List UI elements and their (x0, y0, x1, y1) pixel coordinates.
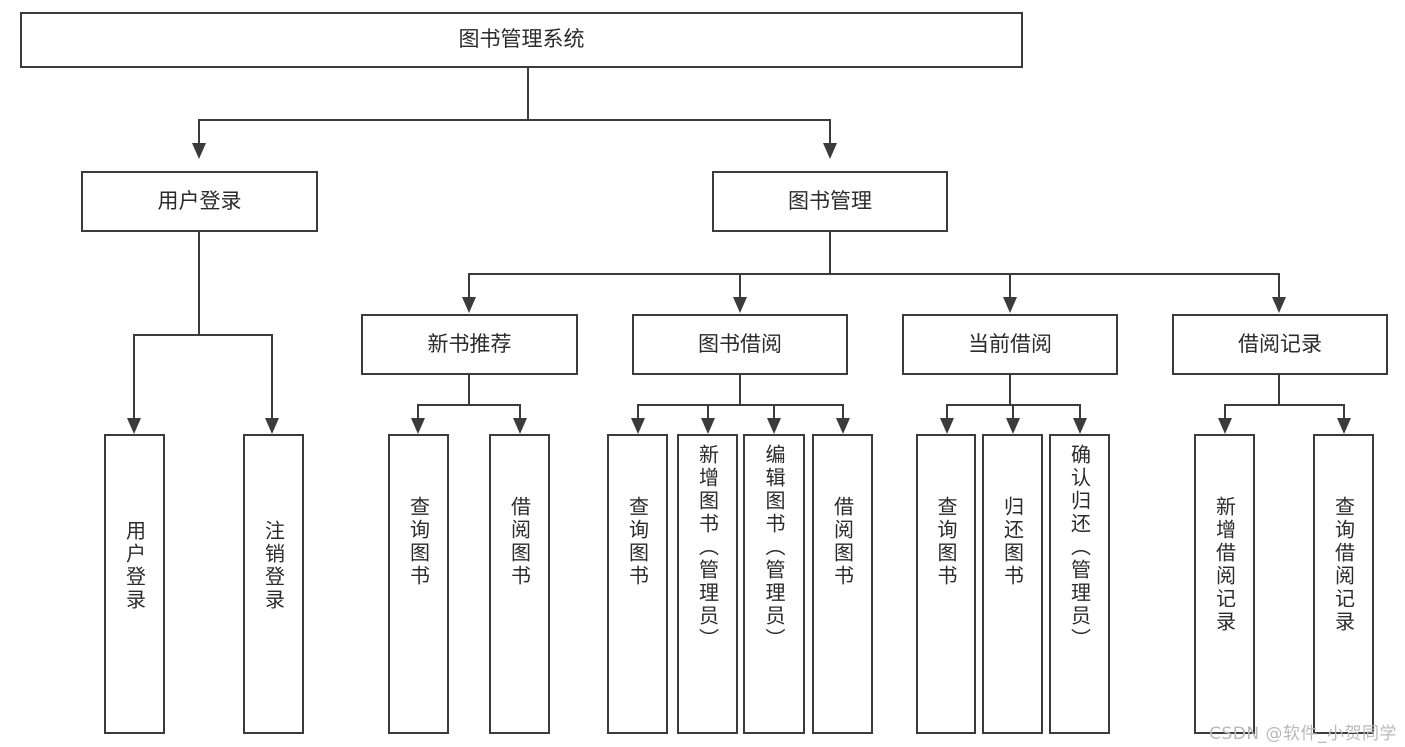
connector-book-manage-drop-3 (1009, 273, 1011, 299)
arrowhead-leaf-query-book-1 (411, 418, 425, 434)
node-leaf-query-book-1[interactable]: 查询图书 (388, 434, 449, 734)
connector-user-login-drop-1 (133, 334, 135, 420)
node-leaf-user-login-label: 用户登录 (122, 520, 147, 612)
node-leaf-add-record[interactable]: 新增借阅记录 (1194, 434, 1255, 734)
node-book-borrow-label: 图书借阅 (698, 331, 782, 356)
node-leaf-confirm-return[interactable]: 确认归还（管理员） (1049, 434, 1110, 734)
node-leaf-edit-book[interactable]: 编辑图书（管理员） (743, 434, 805, 734)
node-book-borrow[interactable]: 图书借阅 (632, 314, 848, 375)
node-book-manage[interactable]: 图书管理 (712, 171, 948, 232)
connector-root-to-book-manage (829, 119, 831, 145)
node-leaf-edit-book-label: 编辑图书（管理员） (762, 444, 786, 651)
arrowhead-leaf-borrow-book-2 (836, 418, 850, 434)
node-leaf-borrow-book-2-label: 借阅图书 (830, 496, 855, 588)
arrowhead-book-borrow (733, 297, 747, 313)
connector-book-borrow-drop-3 (773, 404, 775, 420)
node-leaf-query-book-1-label: 查询图书 (406, 496, 431, 588)
connector-new-book-bus (417, 404, 520, 406)
node-leaf-user-logout-label: 注销登录 (261, 520, 286, 612)
connector-book-manage-bus (468, 273, 1279, 275)
node-leaf-add-book-label: 新增图书（管理员） (695, 444, 720, 651)
arrowhead-leaf-edit-book (767, 418, 781, 434)
connector-borrow-record-drop-2 (1343, 404, 1345, 420)
arrowhead-borrow-record (1272, 297, 1286, 313)
connector-current-borrow-drop-2 (1012, 404, 1014, 420)
node-leaf-user-login[interactable]: 用户登录 (104, 434, 165, 734)
node-borrow-record[interactable]: 借阅记录 (1172, 314, 1388, 375)
csdn-watermark: CSDN @软件_小贺同学 (1209, 724, 1397, 744)
node-new-book-recommend[interactable]: 新书推荐 (361, 314, 578, 375)
node-leaf-user-logout[interactable]: 注销登录 (243, 434, 304, 734)
connector-new-book-stem (468, 375, 470, 405)
arrowhead-leaf-borrow-book-1 (513, 418, 527, 434)
node-user-login[interactable]: 用户登录 (81, 171, 318, 232)
arrowhead-leaf-query-record (1337, 418, 1351, 434)
connector-current-borrow-drop-1 (946, 404, 948, 420)
arrowhead-leaf-add-book (701, 418, 715, 434)
node-borrow-record-label: 借阅记录 (1238, 331, 1322, 356)
connector-book-borrow-drop-2 (707, 404, 709, 420)
node-current-borrow[interactable]: 当前借阅 (902, 314, 1118, 375)
node-new-book-recommend-label: 新书推荐 (427, 331, 512, 356)
connector-new-book-drop-2 (519, 404, 521, 420)
arrowhead-leaf-user-login (127, 418, 141, 434)
arrowhead-leaf-return-book (1006, 418, 1020, 434)
node-leaf-query-record[interactable]: 查询借阅记录 (1313, 434, 1374, 734)
node-leaf-return-book-label: 归还图书 (1000, 496, 1025, 588)
node-leaf-query-record-label: 查询借阅记录 (1331, 496, 1356, 634)
connector-current-borrow-stem (1009, 375, 1011, 405)
arrowhead-leaf-confirm-return (1073, 418, 1087, 434)
connector-user-login-bus (133, 334, 271, 336)
node-leaf-query-book-3[interactable]: 查询图书 (916, 434, 976, 734)
connector-book-borrow-stem (739, 375, 741, 405)
connector-borrow-record-bus (1224, 404, 1344, 406)
connector-book-manage-drop-2 (739, 273, 741, 299)
connector-current-borrow-drop-3 (1079, 404, 1081, 420)
node-root[interactable]: 图书管理系统 (20, 12, 1023, 68)
connector-user-login-stem (198, 232, 200, 335)
connector-book-borrow-bus (637, 404, 843, 406)
node-leaf-add-record-label: 新增借阅记录 (1212, 496, 1237, 634)
node-leaf-query-book-3-label: 查询图书 (934, 496, 958, 588)
node-leaf-add-book[interactable]: 新增图书（管理员） (677, 434, 738, 734)
node-leaf-confirm-return-label: 确认归还（管理员） (1067, 444, 1092, 651)
node-leaf-return-book[interactable]: 归还图书 (982, 434, 1043, 734)
arrowhead-leaf-query-book-3 (940, 418, 954, 434)
node-book-manage-label: 图书管理 (788, 188, 872, 213)
node-leaf-borrow-book-2[interactable]: 借阅图书 (812, 434, 873, 734)
connector-root-bus (199, 119, 831, 121)
connector-borrow-record-stem (1278, 375, 1280, 405)
node-leaf-borrow-book-1-label: 借阅图书 (507, 496, 532, 588)
connector-book-manage-stem (829, 232, 831, 274)
connector-root-to-user-login (198, 119, 200, 145)
connector-book-borrow-drop-1 (637, 404, 639, 420)
node-leaf-query-book-2-label: 查询图书 (625, 496, 650, 588)
connector-book-borrow-drop-4 (842, 404, 844, 420)
connector-new-book-drop-1 (417, 404, 419, 420)
arrowhead-current-borrow (1003, 297, 1017, 313)
node-leaf-borrow-book-1[interactable]: 借阅图书 (489, 434, 550, 734)
connector-root-stem (527, 68, 529, 120)
arrowhead-leaf-user-logout (265, 418, 279, 434)
node-root-label: 图书管理系统 (458, 27, 585, 52)
arrowhead-leaf-query-book-2 (631, 418, 645, 434)
connector-book-manage-drop-1 (468, 273, 470, 299)
arrowhead-user-login (192, 143, 206, 159)
arrowhead-book-manage (823, 143, 837, 159)
connector-user-login-drop-2 (271, 334, 273, 420)
arrowhead-leaf-add-record (1218, 418, 1232, 434)
node-leaf-query-book-2[interactable]: 查询图书 (607, 434, 668, 734)
arrowhead-new-book-recommend (462, 297, 476, 313)
connector-book-manage-drop-4 (1278, 273, 1280, 299)
node-current-borrow-label: 当前借阅 (968, 331, 1052, 356)
connector-borrow-record-drop-1 (1224, 404, 1226, 420)
node-user-login-label: 用户登录 (157, 188, 242, 213)
